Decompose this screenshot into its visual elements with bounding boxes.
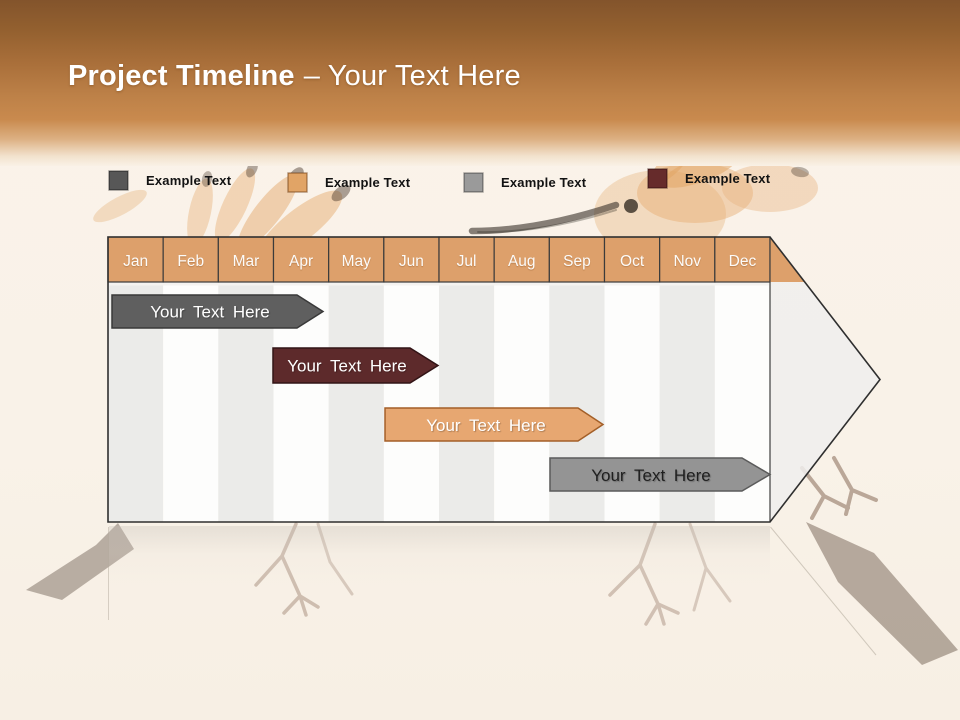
legend-item-2: Example Text — [287, 172, 410, 193]
month-cell — [493, 236, 550, 283]
right-bird-tail — [806, 522, 958, 665]
task-bar-shape[interactable] — [111, 294, 325, 329]
legend-item-4: Example Text — [647, 168, 770, 189]
task-bar-label[interactable]: Your Text Here — [591, 466, 711, 485]
arrowhead-body — [770, 237, 880, 522]
task-bar-shape[interactable] — [272, 347, 440, 384]
legend-label[interactable]: Example Text — [501, 175, 587, 190]
legend-label[interactable]: Example Text — [325, 175, 411, 190]
table-reflection — [109, 526, 770, 588]
left-bird-legs-tail — [26, 522, 354, 617]
month-cell — [107, 236, 164, 283]
title-suffix: – Your Text Here — [303, 60, 521, 92]
task-bar-3[interactable]: Your Text Here — [384, 407, 605, 442]
month-label: Jul — [457, 253, 477, 270]
month-cell — [162, 236, 219, 283]
task-bar-shape[interactable] — [384, 407, 605, 442]
month-label: May — [342, 253, 372, 270]
month-label: Jun — [399, 253, 424, 270]
timeline-outline — [107, 236, 882, 523]
month-label: Dec — [729, 253, 757, 270]
task-bar-shape[interactable] — [549, 457, 772, 492]
task-bar-2[interactable]: Your Text Here — [272, 347, 440, 384]
month-label: Oct — [620, 253, 645, 270]
month-label: Sep — [563, 253, 591, 270]
legend-swatch-gray-icon — [463, 172, 484, 193]
month-cell — [217, 236, 275, 283]
slide-title[interactable]: Project Timeline– Your Text Here — [68, 60, 521, 93]
legend-label[interactable]: Example Text — [146, 173, 232, 188]
month-label: Mar — [233, 253, 260, 270]
legend-swatch-orange-icon — [287, 172, 308, 193]
month-cell — [548, 236, 606, 283]
month-label: Aug — [508, 253, 536, 270]
right-bird-beak — [468, 201, 620, 235]
timeline-chart: Jan Feb Mar Apr May Jun Jul Aug Sep Oct … — [107, 236, 882, 523]
right-bird-eye — [624, 199, 638, 213]
month-label: Feb — [177, 253, 204, 270]
month-cell — [659, 236, 716, 283]
legend-swatch-maroon-icon — [647, 168, 668, 189]
month-label: Apr — [289, 253, 313, 270]
month-label: Jan — [123, 253, 148, 270]
month-cell — [438, 236, 495, 283]
legend-swatch-dark-gray-icon — [108, 170, 129, 191]
task-bar-4[interactable]: Your Text Here — [549, 457, 772, 492]
task-bar-label[interactable]: Your Text Here — [426, 416, 546, 435]
task-bar-1[interactable]: Your Text Here — [111, 294, 325, 329]
right-bird-legs-tail — [608, 456, 958, 665]
task-bar-label[interactable]: Your Text Here — [150, 303, 270, 322]
title-main: Project Timeline — [68, 60, 295, 92]
task-bar-label[interactable]: Your Text Here — [287, 357, 407, 376]
month-labels: Jan Feb Mar Apr May Jun Jul Aug Sep Oct … — [123, 253, 756, 270]
legend-label[interactable]: Example Text — [685, 171, 771, 186]
month-label: Nov — [673, 253, 701, 270]
legend-item-1: Example Text — [108, 170, 231, 191]
claws-behind-arrowhead — [800, 456, 878, 520]
legend-item-3: Example Text — [463, 172, 586, 193]
header-band — [0, 0, 960, 166]
month-cell — [328, 236, 385, 283]
